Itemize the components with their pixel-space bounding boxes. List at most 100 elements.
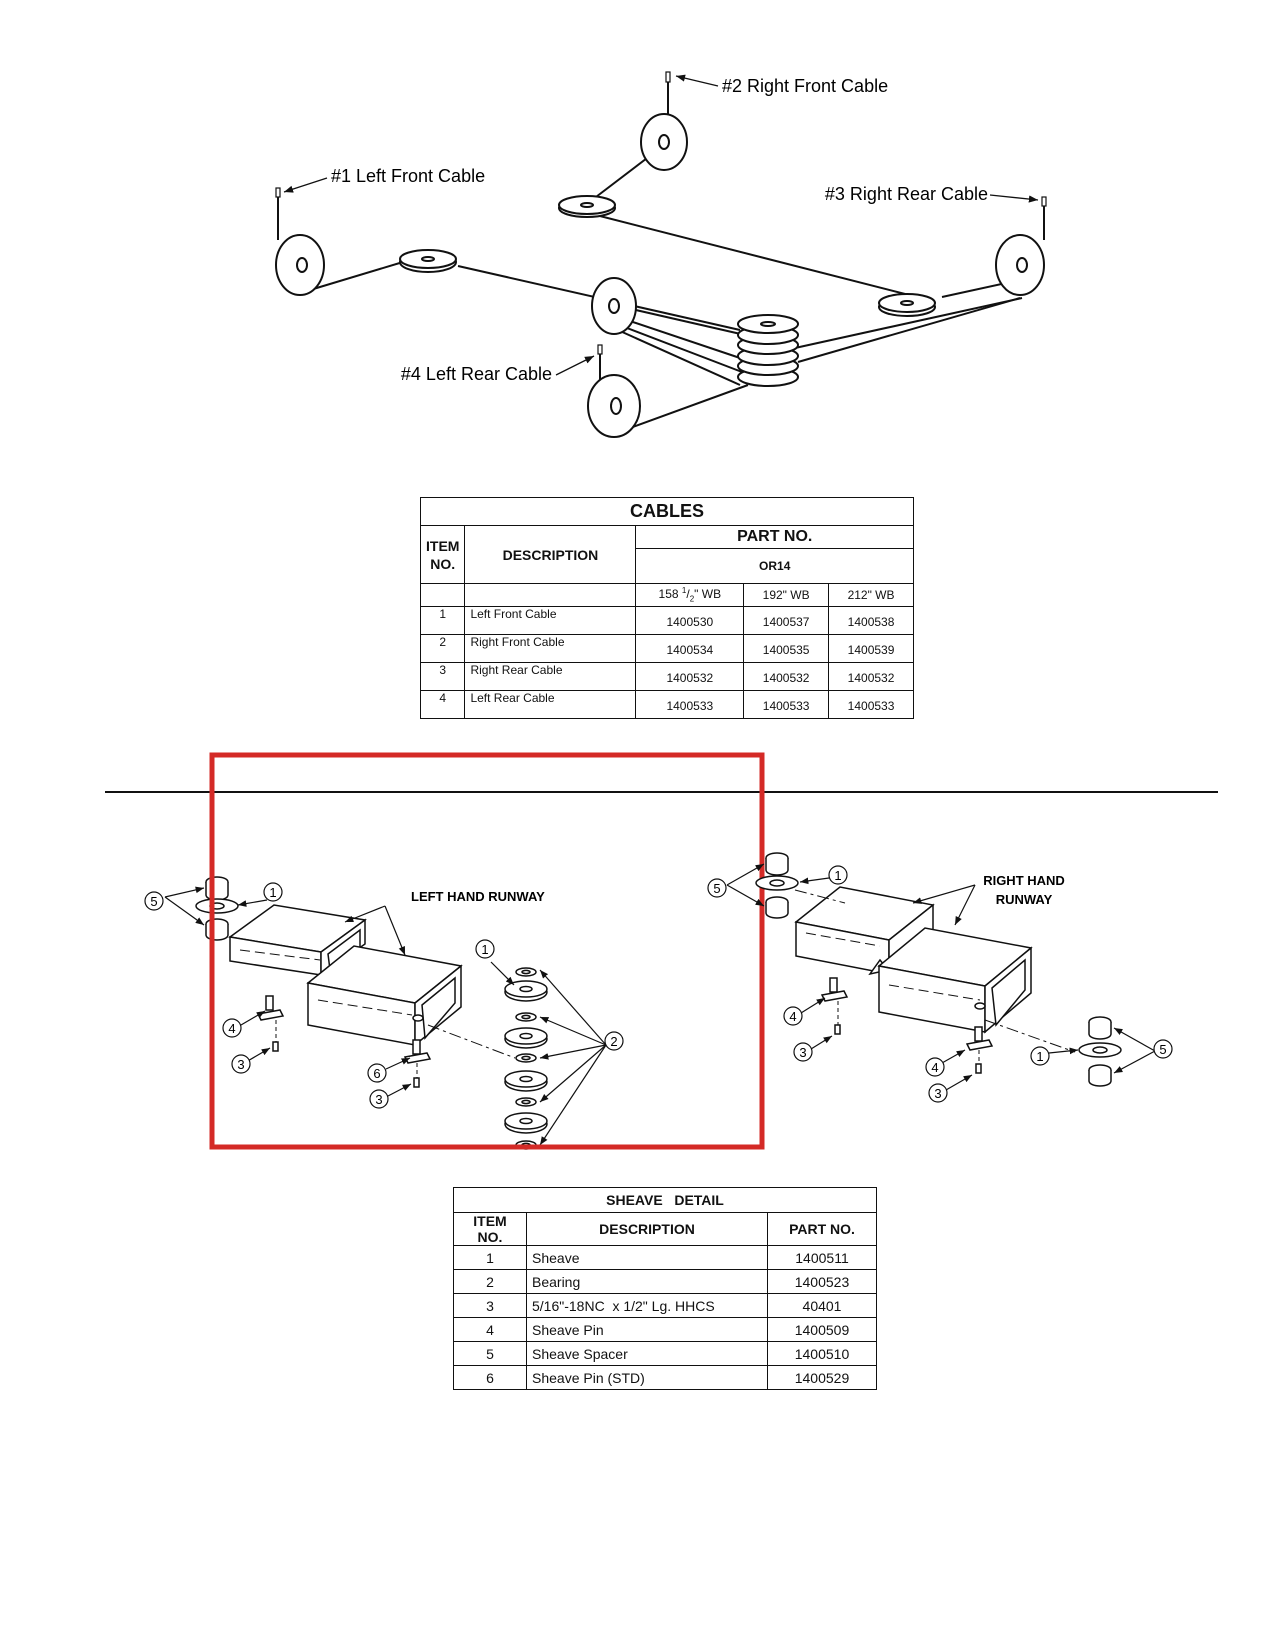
svg-text:1: 1 bbox=[1036, 1049, 1043, 1064]
item-description: Left Front Cable bbox=[464, 606, 637, 635]
highlight-box bbox=[209, 752, 765, 1150]
balloon-1-left: 1 bbox=[263, 882, 283, 902]
item-description: Sheave Spacer bbox=[526, 1341, 768, 1366]
cables-item-no-header: ITEM NO. bbox=[419, 525, 466, 584]
balloon-1-right-bottom: 1 bbox=[1030, 1046, 1050, 1066]
right-hand-runway-label-line2: RUNWAY bbox=[996, 892, 1053, 907]
part-158: 1400530 bbox=[635, 606, 745, 635]
table-row: 2 Bearing 1400523 bbox=[453, 1269, 877, 1294]
item-header-line2: NO. bbox=[430, 555, 456, 572]
part-192: 1400537 bbox=[743, 606, 830, 635]
part-number: 1400511 bbox=[767, 1245, 877, 1270]
item-number: 2 bbox=[453, 1269, 527, 1294]
item-number: 1 bbox=[453, 1245, 527, 1270]
table-row: 4 Left Rear Cable 1400533 1400533 140053… bbox=[419, 690, 914, 719]
balloon-3-left-b: 3 bbox=[369, 1089, 389, 1109]
svg-text:3: 3 bbox=[237, 1057, 244, 1072]
cables-blank-cell bbox=[419, 583, 466, 607]
part-158: 1400534 bbox=[635, 634, 745, 663]
balloon-5-right-top: 5 bbox=[707, 878, 727, 898]
left-runway-leaders bbox=[164, 886, 607, 1146]
svg-text:1: 1 bbox=[481, 942, 488, 957]
item-header-line1: ITEM bbox=[426, 537, 460, 554]
sheave-item-no-header: ITEM NO. bbox=[453, 1212, 527, 1246]
wb-158-suffix: " WB bbox=[694, 587, 722, 602]
right-hand-runway-assembly bbox=[755, 852, 1122, 1087]
item-number: 3 bbox=[419, 662, 466, 691]
balloon-4-right-b: 4 bbox=[925, 1057, 945, 1077]
part-212: 1400538 bbox=[828, 606, 914, 635]
right-runway-leaders bbox=[726, 863, 1156, 1091]
sheave-description-header: DESCRIPTION bbox=[526, 1212, 768, 1246]
svg-text:4: 4 bbox=[931, 1060, 938, 1075]
svg-text:5: 5 bbox=[1159, 1042, 1166, 1057]
cables-table-title: CABLES bbox=[420, 497, 914, 526]
callout-left-rear-cable: #4 Left Rear Cable bbox=[401, 364, 552, 384]
table-row: 1 Left Front Cable 1400530 1400537 14005… bbox=[419, 606, 914, 635]
part-192: 1400535 bbox=[743, 634, 830, 663]
part-212: 1400532 bbox=[828, 662, 914, 691]
item-description: Right Rear Cable bbox=[464, 662, 637, 691]
svg-text:3: 3 bbox=[375, 1092, 382, 1107]
table-row: 1 Sheave 1400511 bbox=[453, 1245, 877, 1270]
item-description: Sheave Pin (STD) bbox=[526, 1365, 768, 1390]
table-row: 3 5/16"-18NC x 1/2" Lg. HHCS 40401 bbox=[453, 1293, 877, 1318]
svg-text:6: 6 bbox=[373, 1066, 380, 1081]
cables-blank-cell bbox=[464, 583, 637, 607]
right-hand-runway-label-line1: RIGHT HAND bbox=[983, 873, 1065, 888]
item-number: 6 bbox=[453, 1365, 527, 1390]
cable-sheaves bbox=[275, 113, 1045, 438]
item-description: Left Rear Cable bbox=[464, 690, 637, 719]
callout-right-front-cable: #2 Right Front Cable bbox=[722, 76, 888, 96]
wb-192-header: 192" WB bbox=[743, 583, 830, 607]
sheave-detail-table: SHEAVE DETAIL ITEM NO. DESCRIPTION PART … bbox=[453, 1187, 877, 1390]
table-row: 2 Right Front Cable 1400534 1400535 1400… bbox=[419, 634, 914, 663]
svg-text:4: 4 bbox=[789, 1009, 796, 1024]
part-number: 1400529 bbox=[767, 1365, 877, 1390]
item-description: Sheave Pin bbox=[526, 1317, 768, 1342]
table-row: 4 Sheave Pin 1400509 bbox=[453, 1317, 877, 1342]
table-row: 5 Sheave Spacer 1400510 bbox=[453, 1341, 877, 1366]
wb-212-header: 212" WB bbox=[828, 583, 914, 607]
wb-158-fraction-den: 2 bbox=[689, 594, 695, 604]
left-hand-runway-assembly bbox=[195, 876, 548, 1150]
cable-end-studs bbox=[275, 71, 1047, 355]
part-192: 1400533 bbox=[743, 690, 830, 719]
balloon-1-left-stack: 1 bbox=[475, 939, 495, 959]
item-number: 4 bbox=[419, 690, 466, 719]
balloon-5-right-bottom: 5 bbox=[1153, 1039, 1173, 1059]
balloon-5-left: 5 bbox=[144, 891, 164, 911]
item-number: 2 bbox=[419, 634, 466, 663]
right-runway-balloons: 5 1 4 3 4 3 1 5 bbox=[707, 865, 1173, 1103]
sheave-table-title: SHEAVE DETAIL bbox=[453, 1187, 877, 1213]
left-hand-runway-label: LEFT HAND RUNWAY bbox=[411, 889, 545, 904]
item-number: 3 bbox=[453, 1293, 527, 1318]
item-number: 5 bbox=[453, 1341, 527, 1366]
cable-callout-leaders bbox=[283, 74, 1039, 376]
part-number: 1400510 bbox=[767, 1341, 877, 1366]
svg-text:4: 4 bbox=[228, 1021, 235, 1036]
balloon-3-left: 3 bbox=[231, 1054, 251, 1074]
svg-text:3: 3 bbox=[934, 1086, 941, 1101]
svg-text:5: 5 bbox=[713, 881, 720, 896]
callout-left-front-cable: #1 Left Front Cable bbox=[331, 166, 485, 186]
part-158: 1400533 bbox=[635, 690, 745, 719]
part-number: 1400509 bbox=[767, 1317, 877, 1342]
svg-text:1: 1 bbox=[834, 868, 841, 883]
balloon-2-left: 2 bbox=[604, 1031, 624, 1051]
part-number: 40401 bbox=[767, 1293, 877, 1318]
wb-158-main: 158 bbox=[658, 587, 682, 602]
table-row: 3 Right Rear Cable 1400532 1400532 14005… bbox=[419, 662, 914, 691]
item-description: Bearing bbox=[526, 1269, 768, 1294]
balloon-6-left: 6 bbox=[367, 1063, 387, 1083]
balloon-3-right-a: 3 bbox=[793, 1042, 813, 1062]
part-192: 1400532 bbox=[743, 662, 830, 691]
balloon-1-right-top: 1 bbox=[828, 865, 848, 885]
svg-text:3: 3 bbox=[799, 1045, 806, 1060]
sheave-part-no-header: PART NO. bbox=[767, 1212, 877, 1246]
cables-part-no-header: PART NO. bbox=[635, 525, 914, 549]
left-runway-balloons: 5 1 1 2 4 3 6 3 bbox=[144, 882, 624, 1109]
cables-table: CABLES ITEM NO. DESCRIPTION PART NO. OR1… bbox=[419, 497, 914, 719]
part-158: 1400532 bbox=[635, 662, 745, 691]
